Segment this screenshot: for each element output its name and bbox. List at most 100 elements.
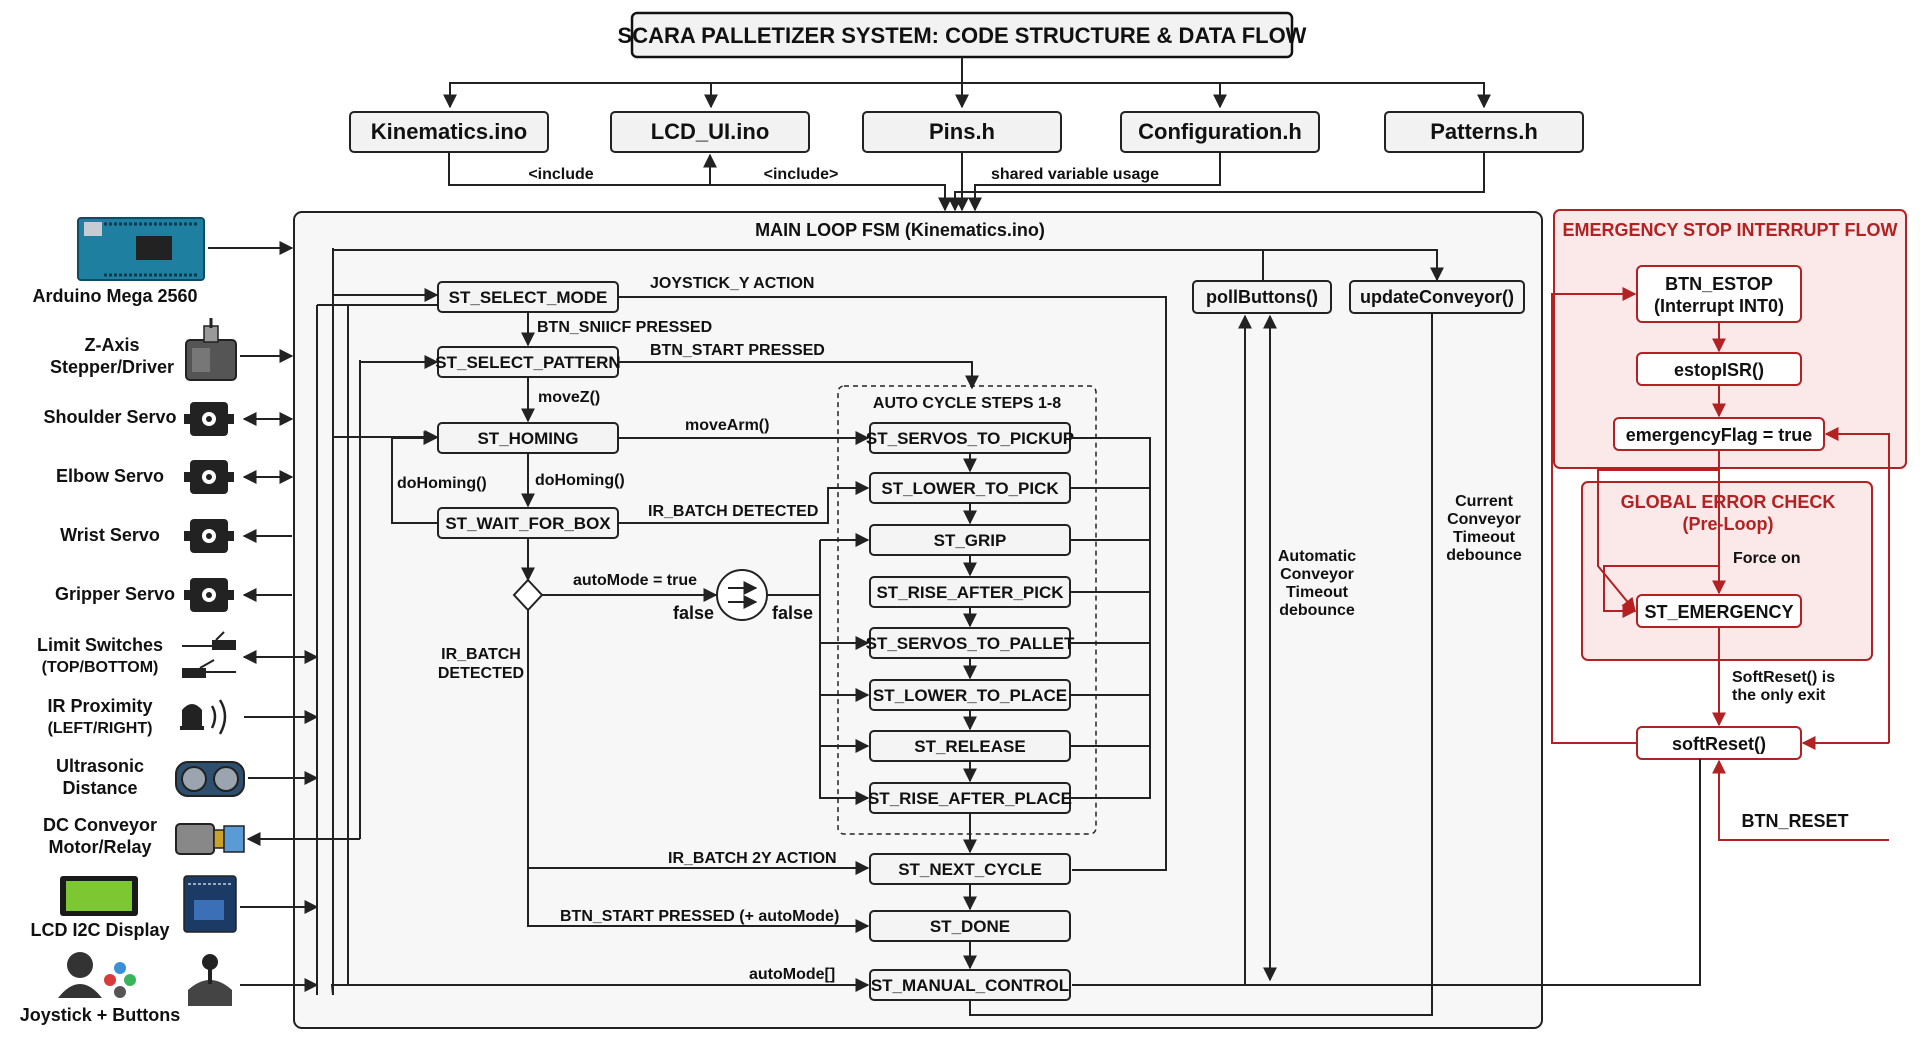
state-select-pattern[interactable]: ST_SELECT_PATTERN xyxy=(435,346,621,378)
hw-lcd-label: LCD I2C Display xyxy=(30,920,169,940)
file-patterns[interactable]: Patterns.h xyxy=(1384,111,1584,153)
note-cur-conv-3: Timeout xyxy=(1453,529,1516,546)
state-done[interactable]: ST_DONE xyxy=(869,910,1071,942)
file-pins[interactable]: Pins.h xyxy=(862,111,1062,153)
hw-ir-proximity: IR Proximity (LEFT/RIGHT) xyxy=(47,696,319,737)
edge-label-ir-batch-1: IR_BATCH xyxy=(441,646,521,663)
func-update-conveyor[interactable]: updateConveyor() xyxy=(1349,280,1525,314)
edge-label-ir-batch-2: DETECTED xyxy=(438,665,524,682)
global-error-check-subtitle: (Pre-Loop) xyxy=(1683,514,1774,534)
auto-cycle-title: AUTO CYCLE STEPS 1-8 xyxy=(873,395,1061,412)
conveyor-notes: Automatic Conveyor Timeout debounce Curr… xyxy=(1278,493,1522,619)
state-select-mode-label: ST_SELECT_MODE xyxy=(449,288,608,307)
loop-top-lines xyxy=(332,248,1444,282)
state-manual-control[interactable]: ST_MANUAL_CONTROL xyxy=(869,969,1071,1001)
state-lower-to-pick[interactable]: ST_LOWER_TO_PICK xyxy=(869,472,1071,504)
edge-label-ir-batch-detected: IR_BATCH DETECTED xyxy=(648,503,818,520)
hw-dc-label-1: DC Conveyor xyxy=(43,815,157,835)
btn-estop-label-2: (Interrupt INT0) xyxy=(1654,296,1784,316)
state-servos-to-pickup[interactable]: ST_SERVOS_TO_PICKUP xyxy=(866,422,1074,454)
edge-label-include-1: <include xyxy=(528,166,593,183)
hw-z-axis: Z-Axis Stepper/Driver xyxy=(50,318,294,381)
state-select-mode[interactable]: ST_SELECT_MODE xyxy=(437,281,619,313)
emergency-st-emergency[interactable]: ST_EMERGENCY xyxy=(1636,594,1802,628)
edge-label-btn-start-auto: BTN_START PRESSED (+ autoMode) xyxy=(560,908,839,925)
main-loop-title: MAIN LOOP FSM (Kinematics.ino) xyxy=(755,220,1045,240)
emergency-flag[interactable]: emergencyFlag = true xyxy=(1613,417,1825,451)
state-wait-for-box-label: ST_WAIT_FOR_BOX xyxy=(445,514,611,533)
file-patterns-label: Patterns.h xyxy=(1430,119,1538,144)
func-poll-buttons-label: pollButtons() xyxy=(1206,287,1318,307)
state-lower-to-place[interactable]: ST_LOWER_TO_PLACE xyxy=(869,679,1071,711)
hardware-column: Arduino Mega 2560 Z-Axis Stepper/Driver … xyxy=(20,217,360,1025)
state-rise-after-place[interactable]: ST_RISE_AFTER_PLACE xyxy=(868,782,1072,814)
state-lower-to-place-label: ST_LOWER_TO_PLACE xyxy=(873,686,1067,705)
edge-label-btn-snii: BTN_SNIICF PRESSED xyxy=(537,319,712,336)
state-next-cycle[interactable]: ST_NEXT_CYCLE xyxy=(869,853,1071,885)
lower-state-edges xyxy=(348,313,1433,1016)
edge-label-shared-variable: shared variable usage xyxy=(991,166,1159,183)
emergency-btn-estop[interactable]: BTN_ESTOP (Interrupt INT0) xyxy=(1636,265,1802,323)
hw-ultrasonic-label-1: Ultrasonic xyxy=(56,756,144,776)
edge-label-btn-start: BTN_START PRESSED xyxy=(650,342,825,359)
state-rise-after-pick[interactable]: ST_RISE_AFTER_PICK xyxy=(869,576,1071,608)
state-release[interactable]: ST_RELEASE xyxy=(869,730,1071,762)
file-include-links: <include <include> shared variable usage xyxy=(448,152,1485,212)
main-loop-container: MAIN LOOP FSM (Kinematics.ino) xyxy=(293,211,1543,1029)
hw-ultrasonic-label-2: Distance xyxy=(62,778,137,798)
hw-gripper-servo: Gripper Servo xyxy=(55,578,292,612)
hw-shoulder-servo: Shoulder Servo xyxy=(43,402,294,436)
note-cur-conv-2: Conveyor xyxy=(1447,511,1521,528)
emergency-soft-reset[interactable]: softReset() xyxy=(1636,726,1802,760)
ultrasonic-sensor-icon xyxy=(175,761,245,797)
state-rise-after-pick-label: ST_RISE_AFTER_PICK xyxy=(876,583,1064,602)
servo-icon xyxy=(184,519,234,553)
hw-limit-switches: Limit Switches (TOP/BOTTOM) xyxy=(37,631,319,678)
state-grip[interactable]: ST_GRIP xyxy=(869,524,1071,556)
emergency-estop-isr[interactable]: estopISR() xyxy=(1636,352,1802,386)
file-lcd-ui-label: LCD_UI.ino xyxy=(651,119,770,144)
global-error-check-title: GLOBAL ERROR CHECK xyxy=(1621,492,1836,512)
hw-ir-label-1: IR Proximity xyxy=(47,696,152,716)
edge-label-automode-bracket: autoMode[] xyxy=(749,966,835,983)
hw-elbow-servo: Elbow Servo xyxy=(56,460,294,494)
title-distribution-lines xyxy=(443,57,1491,109)
edge-label-movez: moveZ() xyxy=(538,389,600,406)
file-kinematics[interactable]: Kinematics.ino xyxy=(349,111,549,153)
note-auto-conv-1: Automatic xyxy=(1278,548,1356,565)
state-lower-to-pick-label: ST_LOWER_TO_PICK xyxy=(881,479,1059,498)
hw-z-axis-label-2: Stepper/Driver xyxy=(50,357,174,377)
note-auto-conv-3: Timeout xyxy=(1286,584,1349,601)
state-servos-to-pickup-label: ST_SERVOS_TO_PICKUP xyxy=(866,429,1074,448)
hw-wrist-label: Wrist Servo xyxy=(60,525,160,545)
hw-gripper-label: Gripper Servo xyxy=(55,584,175,604)
state-servos-to-pallet-label: ST_SERVOS_TO_PALLET xyxy=(866,634,1075,653)
state-rise-after-place-label: ST_RISE_AFTER_PLACE xyxy=(868,789,1072,808)
file-kinematics-label: Kinematics.ino xyxy=(371,119,527,144)
state-release-label: ST_RELEASE xyxy=(914,737,1025,756)
state-servos-to-pallet[interactable]: ST_SERVOS_TO_PALLET xyxy=(866,627,1075,659)
edge-label-ir-batch-2y: IR_BATCH 2Y ACTION xyxy=(668,850,837,867)
file-lcd-ui[interactable]: LCD_UI.ino xyxy=(610,111,810,153)
state-homing-label: ST_HOMING xyxy=(477,429,578,448)
state-homing[interactable]: ST_HOMING xyxy=(437,422,619,454)
hw-wrist-servo: Wrist Servo xyxy=(60,519,292,553)
file-configuration[interactable]: Configuration.h xyxy=(1120,111,1320,153)
edge-label-false-2: false xyxy=(772,603,813,623)
edge-label-include-2: <include> xyxy=(764,166,839,183)
hw-arduino-label: Arduino Mega 2560 xyxy=(32,286,197,306)
merge-junction xyxy=(716,569,800,621)
softreset-note-2: the only exit xyxy=(1732,687,1826,704)
state-next-cycle-label: ST_NEXT_CYCLE xyxy=(898,860,1042,879)
emergency-edges xyxy=(1072,287,1890,986)
emergency-panel: EMERGENCY STOP INTERRUPT FLOW GLOBAL ERR… xyxy=(1553,209,1907,831)
page-title: SCARA PALLETIZER SYSTEM: CODE STRUCTURE … xyxy=(618,23,1307,48)
btn-estop-label-1: BTN_ESTOP xyxy=(1665,274,1773,294)
state-wait-for-box[interactable]: ST_WAIT_FOR_BOX xyxy=(437,507,619,539)
func-poll-buttons[interactable]: pollButtons() xyxy=(1192,280,1332,314)
ir-sensor-icon xyxy=(180,699,227,735)
edge-label-movearm: moveArm() xyxy=(685,417,769,434)
edge-label-dohoming-left: doHoming() xyxy=(397,475,487,492)
st-emergency-label: ST_EMERGENCY xyxy=(1644,602,1793,622)
